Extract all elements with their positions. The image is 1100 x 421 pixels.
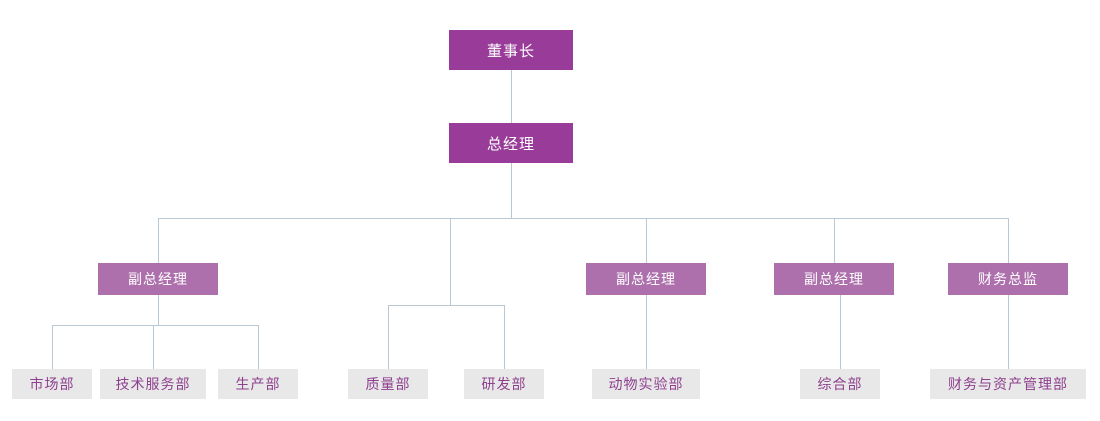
connector-trunk-drop-cfo bbox=[1008, 218, 1009, 263]
node-dept-quality[interactable]: 质量部 bbox=[348, 369, 428, 399]
connector-main-trunk bbox=[158, 218, 1009, 219]
node-cfo[interactable]: 财务总监 bbox=[948, 263, 1068, 295]
node-dept-technical-service[interactable]: 技术服务部 bbox=[100, 369, 206, 399]
connector-cfo-to-dept-finance-asset bbox=[1008, 295, 1009, 369]
connector-vp1-to-dept-production bbox=[258, 325, 259, 369]
connector-trunk-drop-vp2 bbox=[450, 218, 451, 305]
connector-vp1-to-dept-techservice bbox=[153, 325, 154, 369]
connector-vp2-to-dept-quality bbox=[388, 305, 389, 369]
connector-vp2-to-dept-rd bbox=[504, 305, 505, 369]
connector-trunk-drop-vp1 bbox=[158, 218, 159, 263]
node-dept-animal-lab[interactable]: 动物实验部 bbox=[592, 369, 700, 399]
connector-vp2-subtrunk bbox=[388, 305, 505, 306]
node-dept-finance-asset-management[interactable]: 财务与资产管理部 bbox=[930, 369, 1086, 399]
connector-trunk-drop-vp3 bbox=[646, 218, 647, 263]
connector-vp3-to-dept-animallab bbox=[646, 295, 647, 369]
connector-vp1-to-dept-market bbox=[52, 325, 53, 369]
connector-vp4-to-dept-general bbox=[840, 295, 841, 369]
connector-vp1-stem bbox=[158, 295, 159, 325]
connector-vp1-subtrunk bbox=[52, 325, 258, 326]
node-dept-production[interactable]: 生产部 bbox=[218, 369, 298, 399]
connector-trunk-drop-vp4 bbox=[834, 218, 835, 263]
node-chairman[interactable]: 董事长 bbox=[449, 30, 573, 70]
connector-gm-stem bbox=[511, 163, 512, 218]
node-vice-general-manager-2[interactable]: 副总经理 bbox=[586, 263, 706, 295]
node-general-manager[interactable]: 总经理 bbox=[449, 123, 573, 163]
connector-chairman-to-gm bbox=[511, 70, 512, 123]
node-vice-general-manager-1[interactable]: 副总经理 bbox=[98, 263, 218, 295]
node-dept-rd[interactable]: 研发部 bbox=[464, 369, 544, 399]
node-dept-general-affairs[interactable]: 综合部 bbox=[800, 369, 880, 399]
node-vice-general-manager-3[interactable]: 副总经理 bbox=[774, 263, 894, 295]
node-dept-market[interactable]: 市场部 bbox=[12, 369, 92, 399]
